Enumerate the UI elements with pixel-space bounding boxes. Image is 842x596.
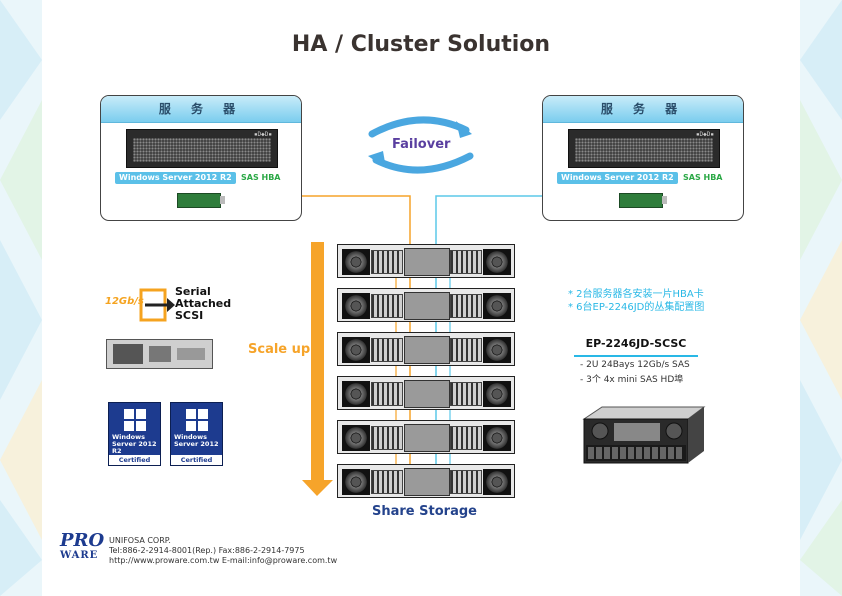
left-chassis-tag: ▪D◆D▪: [253, 131, 272, 138]
psu-module: [371, 250, 403, 274]
fan-icon: [342, 381, 370, 407]
windows-badge-r2-line2: Server 2012 R2: [112, 440, 157, 455]
sas-speed: 12Gb/s: [105, 296, 144, 307]
storage-enclosure: [337, 244, 515, 278]
storage-enclosure: [337, 288, 515, 322]
psu-module: [371, 382, 403, 406]
right-hba-label: SAS HBA: [683, 173, 723, 182]
note-line-2: * 6台EP-2246JD的丛集配置图: [568, 302, 705, 313]
psu-module: [371, 426, 403, 450]
right-chassis-tag: ▪D◆D▪: [695, 131, 714, 138]
fan-icon: [342, 293, 370, 319]
fan-icon: [342, 249, 370, 275]
io-module: [404, 248, 450, 276]
windows-logo-icon: [124, 409, 146, 431]
right-server-chassis: ▪D◆D▪: [568, 129, 720, 168]
psu-module: [371, 470, 403, 494]
scale-up-arrowhead: [302, 480, 333, 496]
storage-enclosure: [337, 332, 515, 366]
left-server-box: 服 务 器 ▪D◆D▪ Windows Server 2012 R2 SAS H…: [100, 95, 302, 221]
sas-text-scsi: SCSI: [175, 309, 204, 322]
storage-enclosure: [337, 464, 515, 498]
left-decor-panel: [0, 0, 42, 596]
fan-icon: [483, 469, 511, 495]
failover-arrowhead-bottom: [368, 151, 386, 168]
company-web: http://www.proware.com.tw E-mail:info@pr…: [109, 556, 338, 565]
windows-badge-r2-certified: Certified: [109, 455, 160, 465]
psu-module: [371, 294, 403, 318]
io-module: [404, 424, 450, 452]
company-name: UNIFOSA CORP.: [109, 536, 171, 545]
product-model-title: EP-2246JD-SCSC: [574, 337, 698, 357]
failover-label: Failover: [392, 137, 451, 152]
windows-badge-r2-line1: Windows: [112, 433, 146, 441]
windows-badge-r2: Windows Server 2012 R2 Certified: [108, 402, 161, 466]
failover-arrow-top: [368, 116, 470, 138]
psu-module: [450, 294, 482, 318]
right-server-box: 服 务 器 ▪D◆D▪ Windows Server 2012 R2 SAS H…: [542, 95, 744, 221]
product-photo: [582, 406, 706, 464]
windows-badge-2012-certified: Certified: [171, 455, 222, 465]
psu-module: [450, 250, 482, 274]
fan-icon: [342, 425, 370, 451]
windows-badge-2012-line1: Windows: [174, 433, 208, 441]
right-hba-card: [619, 193, 667, 208]
product-spec-2: - 3个 4x mini SAS HD埠: [580, 375, 684, 385]
io-module: [404, 336, 450, 364]
proware-logo: PRO WARE: [60, 530, 105, 562]
sas-text-attached: Attached: [175, 297, 232, 310]
fan-icon: [483, 293, 511, 319]
fan-icon: [342, 469, 370, 495]
psu-module: [450, 338, 482, 362]
windows-logo-icon: [186, 409, 208, 431]
storage-enclosure: [337, 376, 515, 410]
psu-module: [371, 338, 403, 362]
fan-icon: [483, 381, 511, 407]
right-os-badge: Windows Server 2012 R2: [557, 172, 678, 184]
windows-badge-2012-line2: Server 2012: [174, 440, 219, 448]
fan-icon: [483, 425, 511, 451]
failover-arrow-bottom: [372, 152, 474, 174]
psu-module: [450, 426, 482, 450]
psu-module: [450, 470, 482, 494]
windows-badge-2012: Windows Server 2012 Certified: [170, 402, 223, 466]
io-module: [404, 380, 450, 408]
failover-arrowhead-top: [456, 121, 472, 138]
hba-card-photo: [106, 339, 213, 369]
io-module: [404, 292, 450, 320]
page-title: HA / Cluster Solution: [291, 32, 551, 57]
product-spec-1: - 2U 24Bays 12Gb/s SAS: [580, 360, 690, 370]
left-server-chassis: ▪D◆D▪: [126, 129, 278, 168]
fan-icon: [342, 337, 370, 363]
sas-text-serial: Serial: [175, 285, 211, 298]
scale-up-arrow-shaft: [311, 242, 324, 480]
scale-up-label: Scale up: [248, 342, 311, 357]
io-module: [404, 468, 450, 496]
storage-enclosure: [337, 420, 515, 454]
fan-icon: [483, 249, 511, 275]
right-decor-panel: [800, 0, 842, 596]
note-line-1: * 2台服务器各安装一片HBA卡: [568, 289, 704, 300]
company-info: UNIFOSA CORP. Tel:886-2-2914-8001(Rep.) …: [109, 536, 337, 566]
share-storage-label: Share Storage: [372, 504, 477, 519]
left-os-badge: Windows Server 2012 R2: [115, 172, 236, 184]
psu-module: [450, 382, 482, 406]
right-server-header: 服 务 器: [543, 96, 743, 123]
company-tel: Tel:886-2-2914-8001(Rep.) Fax:886-2-2914…: [109, 546, 305, 555]
sas-logo: 12Gb/s Serial Attached SCSI: [105, 284, 232, 330]
fan-icon: [483, 337, 511, 363]
left-hba-card: [177, 193, 225, 208]
left-server-header: 服 务 器: [101, 96, 301, 123]
left-hba-label: SAS HBA: [241, 173, 281, 182]
